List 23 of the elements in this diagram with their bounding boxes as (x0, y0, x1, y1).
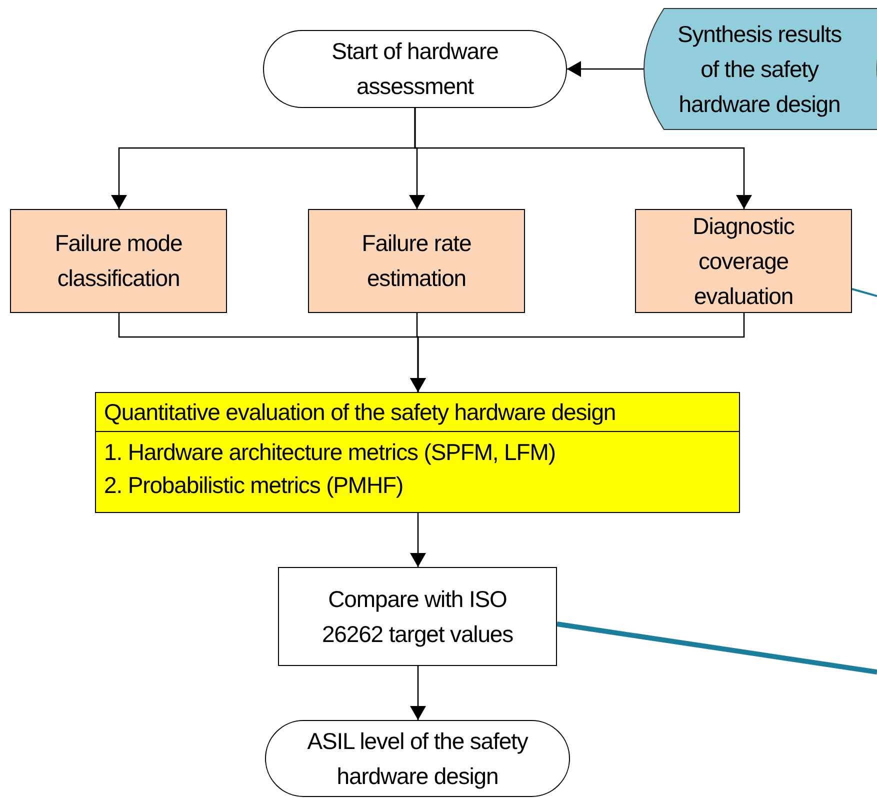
node-text: 2. Probabilistic metrics (PMHF) (104, 471, 404, 500)
node-text: Quantitative evaluation of the safety hardware design (104, 398, 617, 427)
arrow (414, 108, 752, 209)
node-text: Synthesis results of the safety hardware design (676, 20, 843, 119)
process-box (635, 209, 852, 313)
node-text: ASIL level of the safety hardware design (306, 726, 530, 791)
process-box (95, 392, 740, 513)
node-text: Failure rate estimation (360, 229, 472, 293)
leader-line (556, 622, 877, 674)
leader-line (852, 288, 877, 297)
arrow (567, 61, 646, 77)
arrow (410, 666, 426, 720)
node-text: Start of hardware assessment (330, 37, 500, 101)
node-text: Compare with ISO 26262 target values (320, 584, 514, 649)
arrow (410, 313, 745, 392)
arrow (410, 513, 426, 567)
process-box (10, 209, 227, 313)
node-text: Diagnostic coverage evaluation (692, 212, 796, 310)
node-text: 1. Hardware architecture metrics (SPFM, LFM) (104, 438, 556, 467)
process-box (308, 209, 525, 313)
stored-data-shape (642, 8, 877, 130)
process-box (278, 567, 557, 666)
node-text: Failure mode classification (54, 229, 184, 293)
